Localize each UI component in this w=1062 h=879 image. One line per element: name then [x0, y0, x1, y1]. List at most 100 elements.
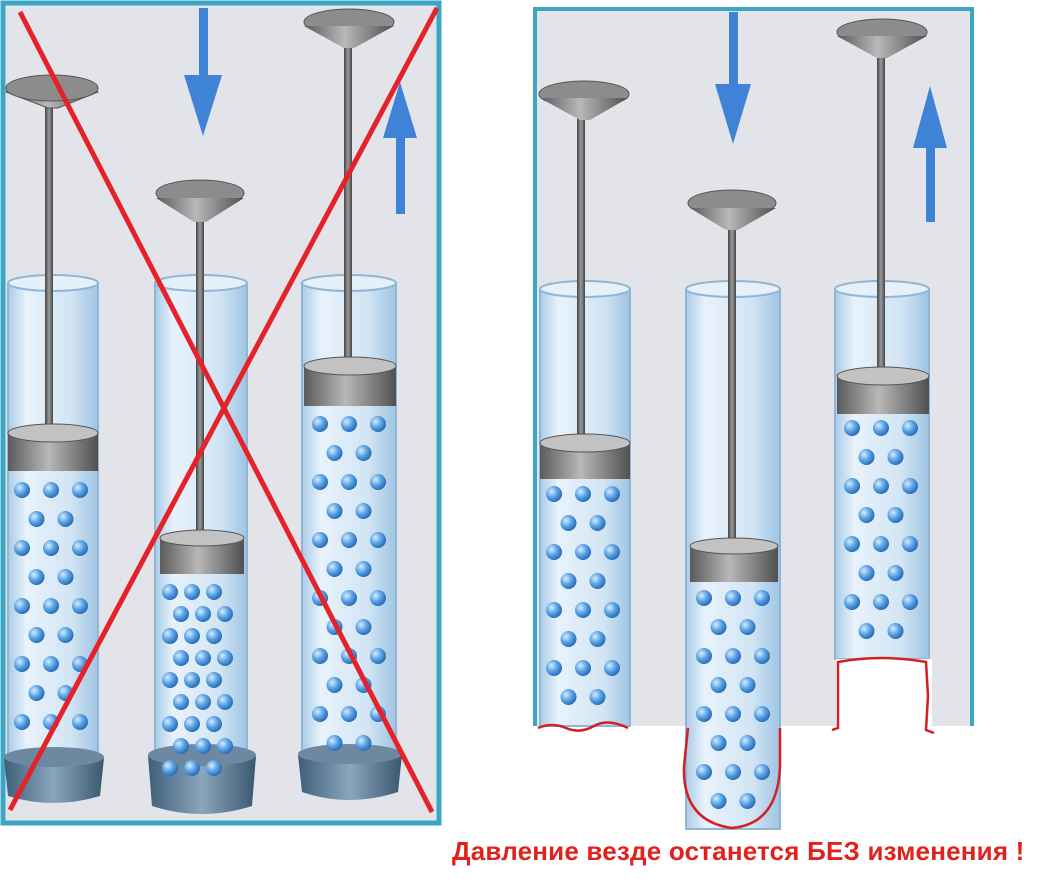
molecule [162, 628, 178, 644]
molecule [28, 569, 45, 585]
molecule [546, 660, 562, 676]
molecule [873, 536, 889, 552]
molecule [560, 515, 577, 531]
molecule [195, 694, 211, 710]
molecule [57, 511, 74, 527]
molecule [217, 606, 233, 622]
molecule [14, 540, 30, 556]
molecule [72, 714, 88, 730]
molecule [195, 650, 211, 666]
molecule [710, 735, 727, 751]
molecule [43, 540, 59, 556]
molecule [355, 561, 372, 577]
arrow-up-icon [913, 86, 947, 222]
molecule [312, 706, 328, 722]
molecule [355, 735, 372, 751]
molecule [341, 706, 357, 722]
molecule [326, 735, 343, 751]
molecule [370, 532, 386, 548]
molecule [604, 602, 620, 618]
molecule [710, 793, 727, 809]
molecule [355, 445, 372, 461]
molecule [560, 573, 577, 589]
molecule [725, 706, 741, 722]
molecule [326, 561, 343, 577]
molecule [72, 598, 88, 614]
molecule [184, 760, 200, 776]
molecule [341, 590, 357, 606]
molecule [370, 590, 386, 606]
molecule [844, 594, 860, 610]
molecule [173, 694, 189, 710]
molecule [184, 716, 200, 732]
molecule [710, 677, 727, 693]
molecule [696, 648, 712, 664]
molecule [739, 619, 756, 635]
molecule [754, 590, 770, 606]
cross-out-icon [7, 6, 440, 814]
molecule [312, 474, 328, 490]
cylinder-1 [537, 80, 631, 732]
molecule [589, 515, 606, 531]
molecule [184, 584, 200, 600]
molecule [902, 478, 918, 494]
molecule [887, 623, 904, 639]
molecule [604, 544, 620, 560]
molecule [546, 602, 562, 618]
molecule [575, 544, 591, 560]
molecule [341, 474, 357, 490]
molecule [725, 648, 741, 664]
molecule [604, 660, 620, 676]
molecule [43, 482, 59, 498]
molecule [184, 672, 200, 688]
molecule [696, 590, 712, 606]
molecule [604, 486, 620, 502]
molecule [206, 672, 222, 688]
molecule [14, 482, 30, 498]
molecule [844, 536, 860, 552]
molecule [560, 689, 577, 705]
molecule [173, 738, 189, 754]
molecule [560, 631, 577, 647]
molecule [696, 764, 712, 780]
molecule [725, 590, 741, 606]
molecule [173, 606, 189, 622]
molecule [546, 486, 562, 502]
molecule [326, 445, 343, 461]
molecule [589, 631, 606, 647]
molecule [858, 449, 875, 465]
molecule [206, 584, 222, 600]
molecule [589, 689, 606, 705]
correct-diagram [532, 6, 975, 838]
molecule [28, 685, 45, 701]
molecule [844, 478, 860, 494]
arrow-up-icon [383, 82, 417, 214]
molecule [902, 594, 918, 610]
molecule [326, 677, 343, 693]
molecule [370, 474, 386, 490]
molecule [217, 694, 233, 710]
molecule [696, 706, 712, 722]
molecule [217, 738, 233, 754]
caption-text: Давление везде останется БЕЗ изменения ! [452, 836, 1025, 866]
cylinder-1 [4, 74, 104, 803]
molecule [206, 628, 222, 644]
molecule [858, 623, 875, 639]
molecule [206, 760, 222, 776]
molecule [14, 714, 30, 730]
molecule [754, 706, 770, 722]
molecule [72, 540, 88, 556]
molecule [162, 672, 178, 688]
molecule [173, 650, 189, 666]
molecule [575, 660, 591, 676]
molecule [725, 764, 741, 780]
molecule [28, 511, 45, 527]
molecule [739, 735, 756, 751]
crossed-out-diagram [0, 0, 442, 826]
molecule [873, 594, 889, 610]
molecule [312, 532, 328, 548]
molecule [14, 656, 30, 672]
molecule [195, 738, 211, 754]
molecule [739, 793, 756, 809]
molecule [43, 656, 59, 672]
